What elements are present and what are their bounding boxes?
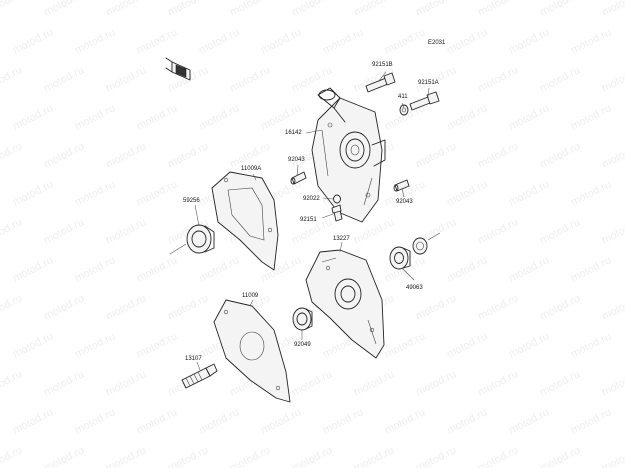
seal-49063 <box>389 232 441 270</box>
bolt-92151b <box>365 72 396 93</box>
part-label-92022[interactable]: 92022 <box>303 196 320 202</box>
pump-body-16142 <box>311 87 386 223</box>
part-label-11009a[interactable]: 11009A <box>241 166 262 172</box>
cover-13227 <box>305 249 385 359</box>
dowel-pin-92043-left <box>290 171 307 185</box>
part-label-16142[interactable]: 16142 <box>285 130 302 136</box>
part-label-92151a[interactable]: 92151A <box>418 80 439 86</box>
part-label-92043-left[interactable]: 92043 <box>288 157 305 163</box>
part-label-13227[interactable]: 13227 <box>333 236 350 242</box>
part-label-92043-right[interactable]: 92043 <box>396 199 413 205</box>
part-label-92151[interactable]: 92151 <box>300 217 317 223</box>
diagram-id: E2031 <box>428 40 446 46</box>
part-label-13107[interactable]: 13107 <box>185 356 202 362</box>
bolt-92151 <box>331 204 343 222</box>
bolt-92151a <box>409 91 440 111</box>
part-label-11009[interactable]: 11009 <box>242 293 259 299</box>
gasket-11009a <box>211 171 279 271</box>
part-label-59256[interactable]: 59256 <box>183 198 200 204</box>
part-label-49063[interactable]: 49063 <box>406 285 423 291</box>
part-label-92049[interactable]: 92049 <box>294 342 311 348</box>
part-label-92151b[interactable]: 92151B <box>372 62 393 68</box>
leader-lines <box>194 71 430 371</box>
washer-411 <box>399 104 409 116</box>
gasket-11009 <box>213 299 291 403</box>
washer-92022 <box>333 194 341 204</box>
dowel-pin-92043-right <box>393 179 410 192</box>
bearing-92049 <box>292 307 313 331</box>
front-arrow-icon <box>165 57 191 81</box>
seal-59256 <box>169 224 215 255</box>
part-label-411[interactable]: 411 <box>398 94 408 100</box>
shaft-13107 <box>181 363 218 389</box>
